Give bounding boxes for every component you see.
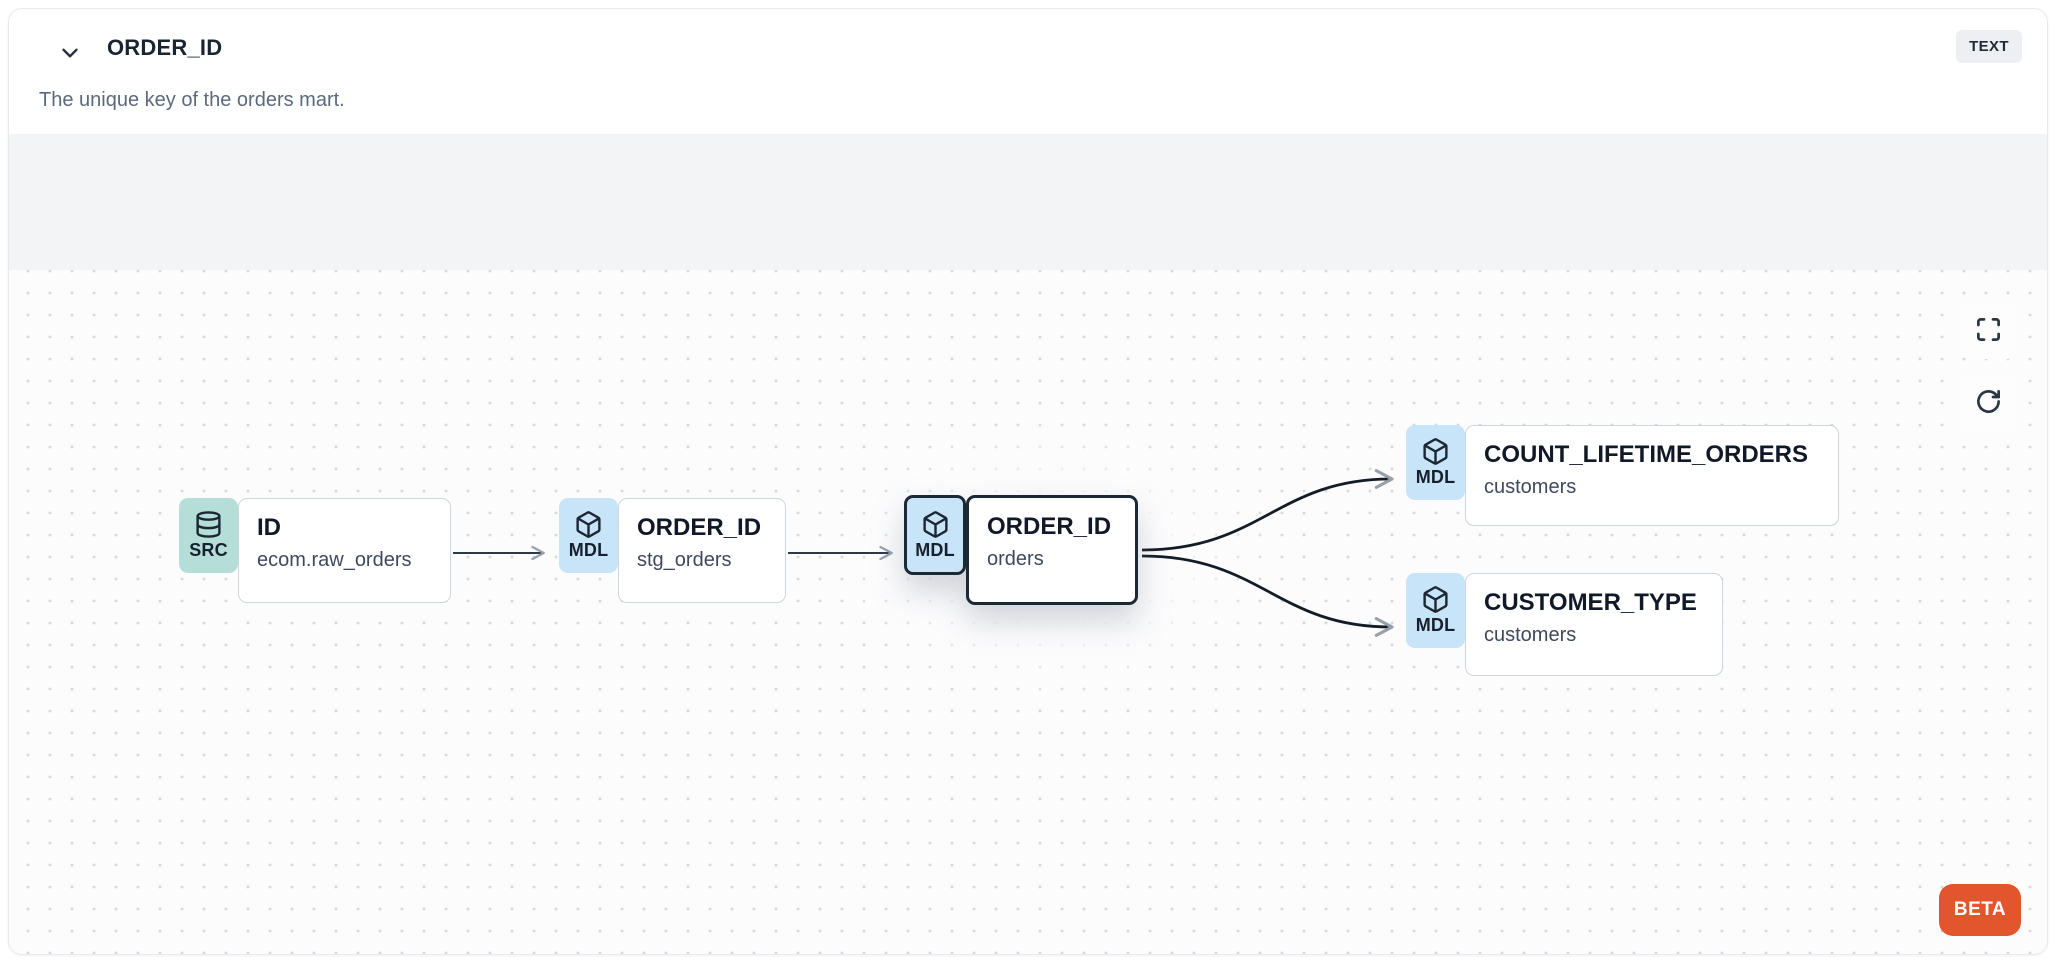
beta-badge: BETA bbox=[1939, 884, 2021, 936]
cube-icon bbox=[574, 510, 603, 539]
header: ORDER_ID TEXT The unique key of the orde… bbox=[9, 9, 2047, 134]
node-model-name: customers bbox=[1484, 476, 1577, 498]
node-kind-label: MDL bbox=[1415, 615, 1456, 635]
column-type-badge: TEXT bbox=[1956, 30, 2022, 63]
refresh-icon bbox=[1975, 388, 2002, 418]
tests-section: NOT_NULL UNIQUE bbox=[9, 134, 2047, 367]
fullscreen-button[interactable] bbox=[1960, 303, 2016, 359]
node-model-name: customers bbox=[1484, 624, 1577, 646]
node-kind-label: MDL bbox=[915, 539, 955, 560]
column-detail-card: ORDER_ID TEXT The unique key of the orde… bbox=[8, 8, 2048, 955]
node-kind-label: SRC bbox=[189, 540, 228, 560]
database-icon bbox=[194, 510, 223, 539]
model-kind-box: MDL bbox=[1406, 425, 1465, 500]
node-column-name: CUSTOMER_TYPE bbox=[1484, 589, 1697, 616]
node-body: COUNT_LIFETIME_ORDERS customers bbox=[1465, 425, 1839, 526]
cube-icon bbox=[1421, 437, 1450, 466]
cube-icon bbox=[921, 510, 950, 539]
node-model-name: orders bbox=[987, 548, 1044, 570]
fullscreen-icon bbox=[1975, 316, 2002, 346]
column-name-title: ORDER_ID bbox=[107, 35, 223, 60]
cube-icon bbox=[1421, 585, 1450, 614]
refresh-button[interactable] bbox=[1960, 375, 2016, 431]
lineage-canvas[interactable]: SRC ID ecom.raw_orders MDL ORDER_ID stg_… bbox=[9, 270, 2047, 954]
source-kind-box: SRC bbox=[179, 498, 238, 573]
node-kind-label: MDL bbox=[568, 540, 609, 560]
node-body: ORDER_ID orders bbox=[966, 495, 1138, 605]
node-model-name: ecom.raw_orders bbox=[257, 549, 412, 571]
node-column-name: ORDER_ID bbox=[987, 513, 1112, 540]
chevron-down-icon bbox=[57, 40, 83, 69]
model-kind-box: MDL bbox=[904, 495, 966, 575]
node-column-name: ORDER_ID bbox=[637, 514, 762, 541]
node-model-name: stg_orders bbox=[637, 549, 732, 571]
model-kind-box: MDL bbox=[1406, 573, 1465, 648]
column-description: The unique key of the orders mart. bbox=[39, 89, 345, 111]
collapse-button[interactable] bbox=[51, 37, 89, 71]
node-body: ID ecom.raw_orders bbox=[238, 498, 451, 603]
node-body: CUSTOMER_TYPE customers bbox=[1465, 573, 1723, 676]
node-kind-label: MDL bbox=[1415, 467, 1456, 487]
node-column-name: ID bbox=[257, 514, 281, 541]
lineage-edges bbox=[453, 469, 1394, 637]
node-body: ORDER_ID stg_orders bbox=[618, 498, 786, 603]
model-kind-box: MDL bbox=[559, 498, 618, 573]
node-column-name: COUNT_LIFETIME_ORDERS bbox=[1484, 441, 1809, 468]
